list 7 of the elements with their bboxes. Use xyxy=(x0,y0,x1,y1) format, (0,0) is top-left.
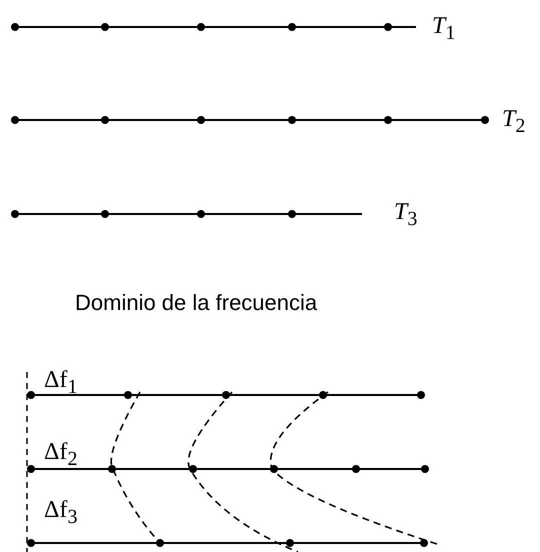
section-title: Dominio de la frecuencia xyxy=(75,290,318,316)
band-label: Δf$_{2}$ xyxy=(44,440,78,469)
series-label: T$_{1}$ xyxy=(432,14,456,43)
band-label: Δf$_{1}$ xyxy=(44,368,78,397)
series-label: T$_{2}$ xyxy=(502,107,526,136)
series-label: T$_{3}$ xyxy=(394,200,418,229)
band-label: Δf$_{3}$ xyxy=(44,498,78,527)
